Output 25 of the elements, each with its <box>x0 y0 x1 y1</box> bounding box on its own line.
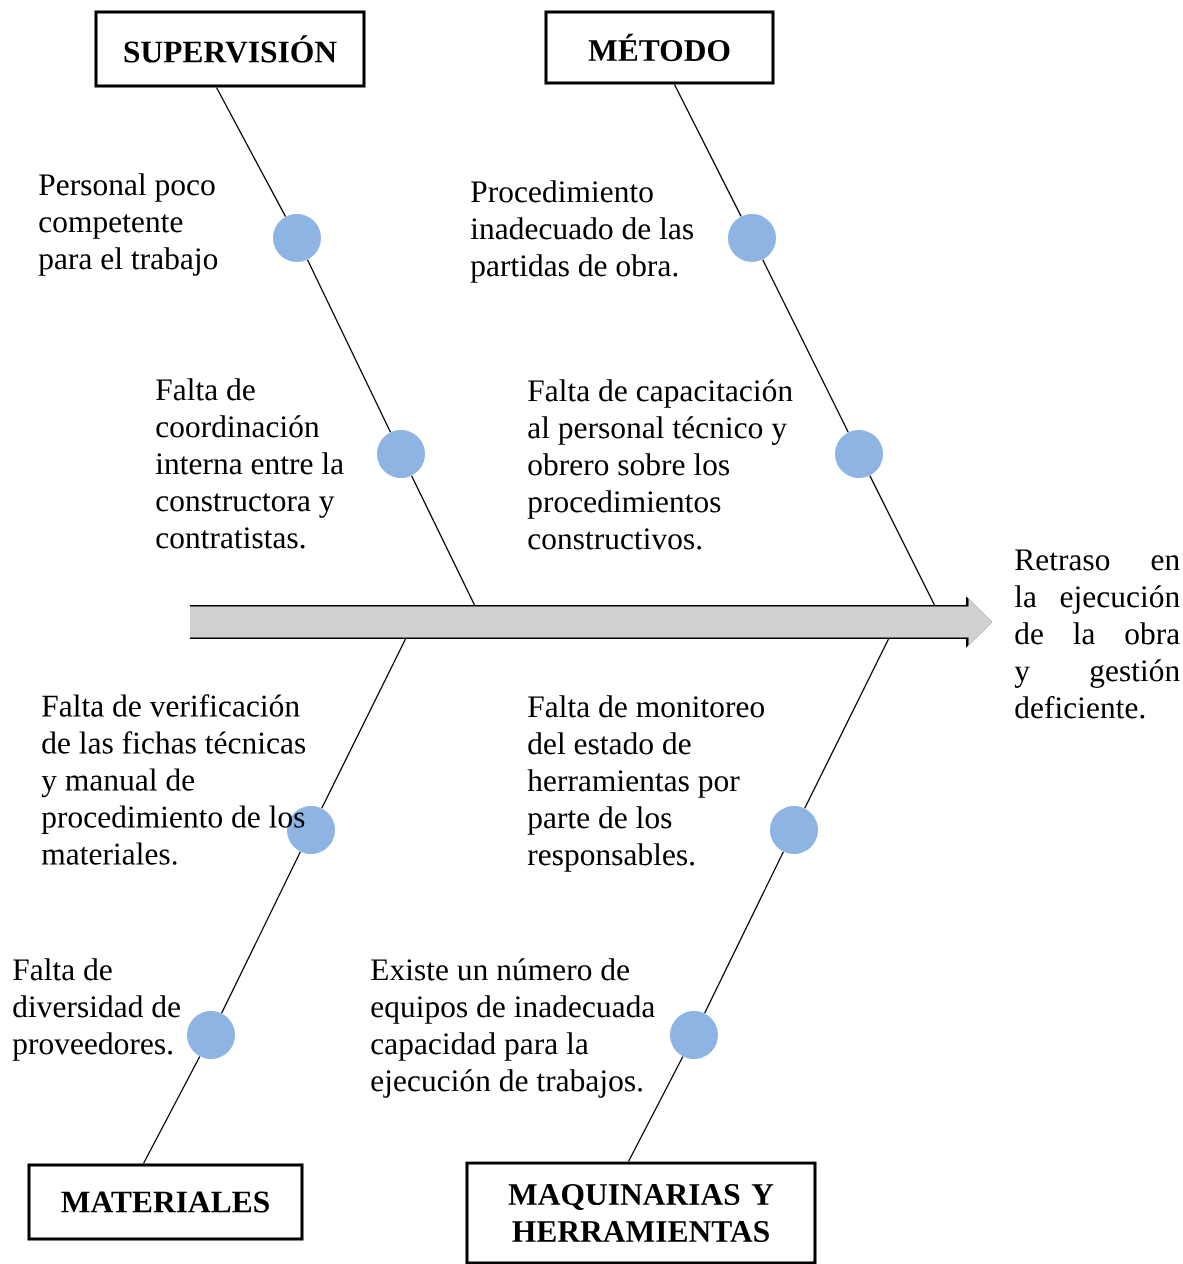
bone-line <box>804 637 890 809</box>
effect-text: Retraso en la ejecución de la obra y gestión deficiente. <box>1014 549 1180 719</box>
bone-line <box>306 259 392 433</box>
bone-line <box>627 1055 684 1163</box>
category-box: MATERIALES <box>27 1163 304 1241</box>
cause-text: Falta de diversidad de proveedores. <box>12 958 180 1061</box>
cause-text: Falta de monitoreo del estado de herramientas por parte de los responsables. <box>527 695 764 872</box>
bone-line <box>142 1055 201 1165</box>
bone-line <box>673 83 742 218</box>
category-box: MÉTODO <box>544 10 775 85</box>
bone-line <box>869 475 936 607</box>
bone-line <box>703 851 785 1014</box>
cause-text: Existe un número de equipos de inadecuada capacidad para la ejecución de trabajos. <box>371 958 655 1098</box>
cause-text: Personal poco competente para el trabajo <box>38 173 218 276</box>
cause-text: Falta de capacitación al personal técnico y obrero sobre los procedimientos constructivos. <box>527 379 793 550</box>
cause-text: Procedimiento inadecuado de las partidas de obra. <box>470 180 693 283</box>
category-box: MAQUINARIAS Y HERRAMIENTAS <box>465 1161 817 1264</box>
bone-line <box>762 259 849 433</box>
bone-line <box>215 86 287 218</box>
category-box: SUPERVISIÓN <box>94 10 366 88</box>
cause-text: Falta de verificación de las fichas técnicas y manual de procedimiento de los materiales. <box>41 694 306 865</box>
cause-text: Falta de coordinación interna entre la constructora y contratistas. <box>155 378 344 549</box>
bone-line <box>410 475 476 607</box>
bone-line <box>220 851 302 1014</box>
bone-line <box>321 637 407 809</box>
